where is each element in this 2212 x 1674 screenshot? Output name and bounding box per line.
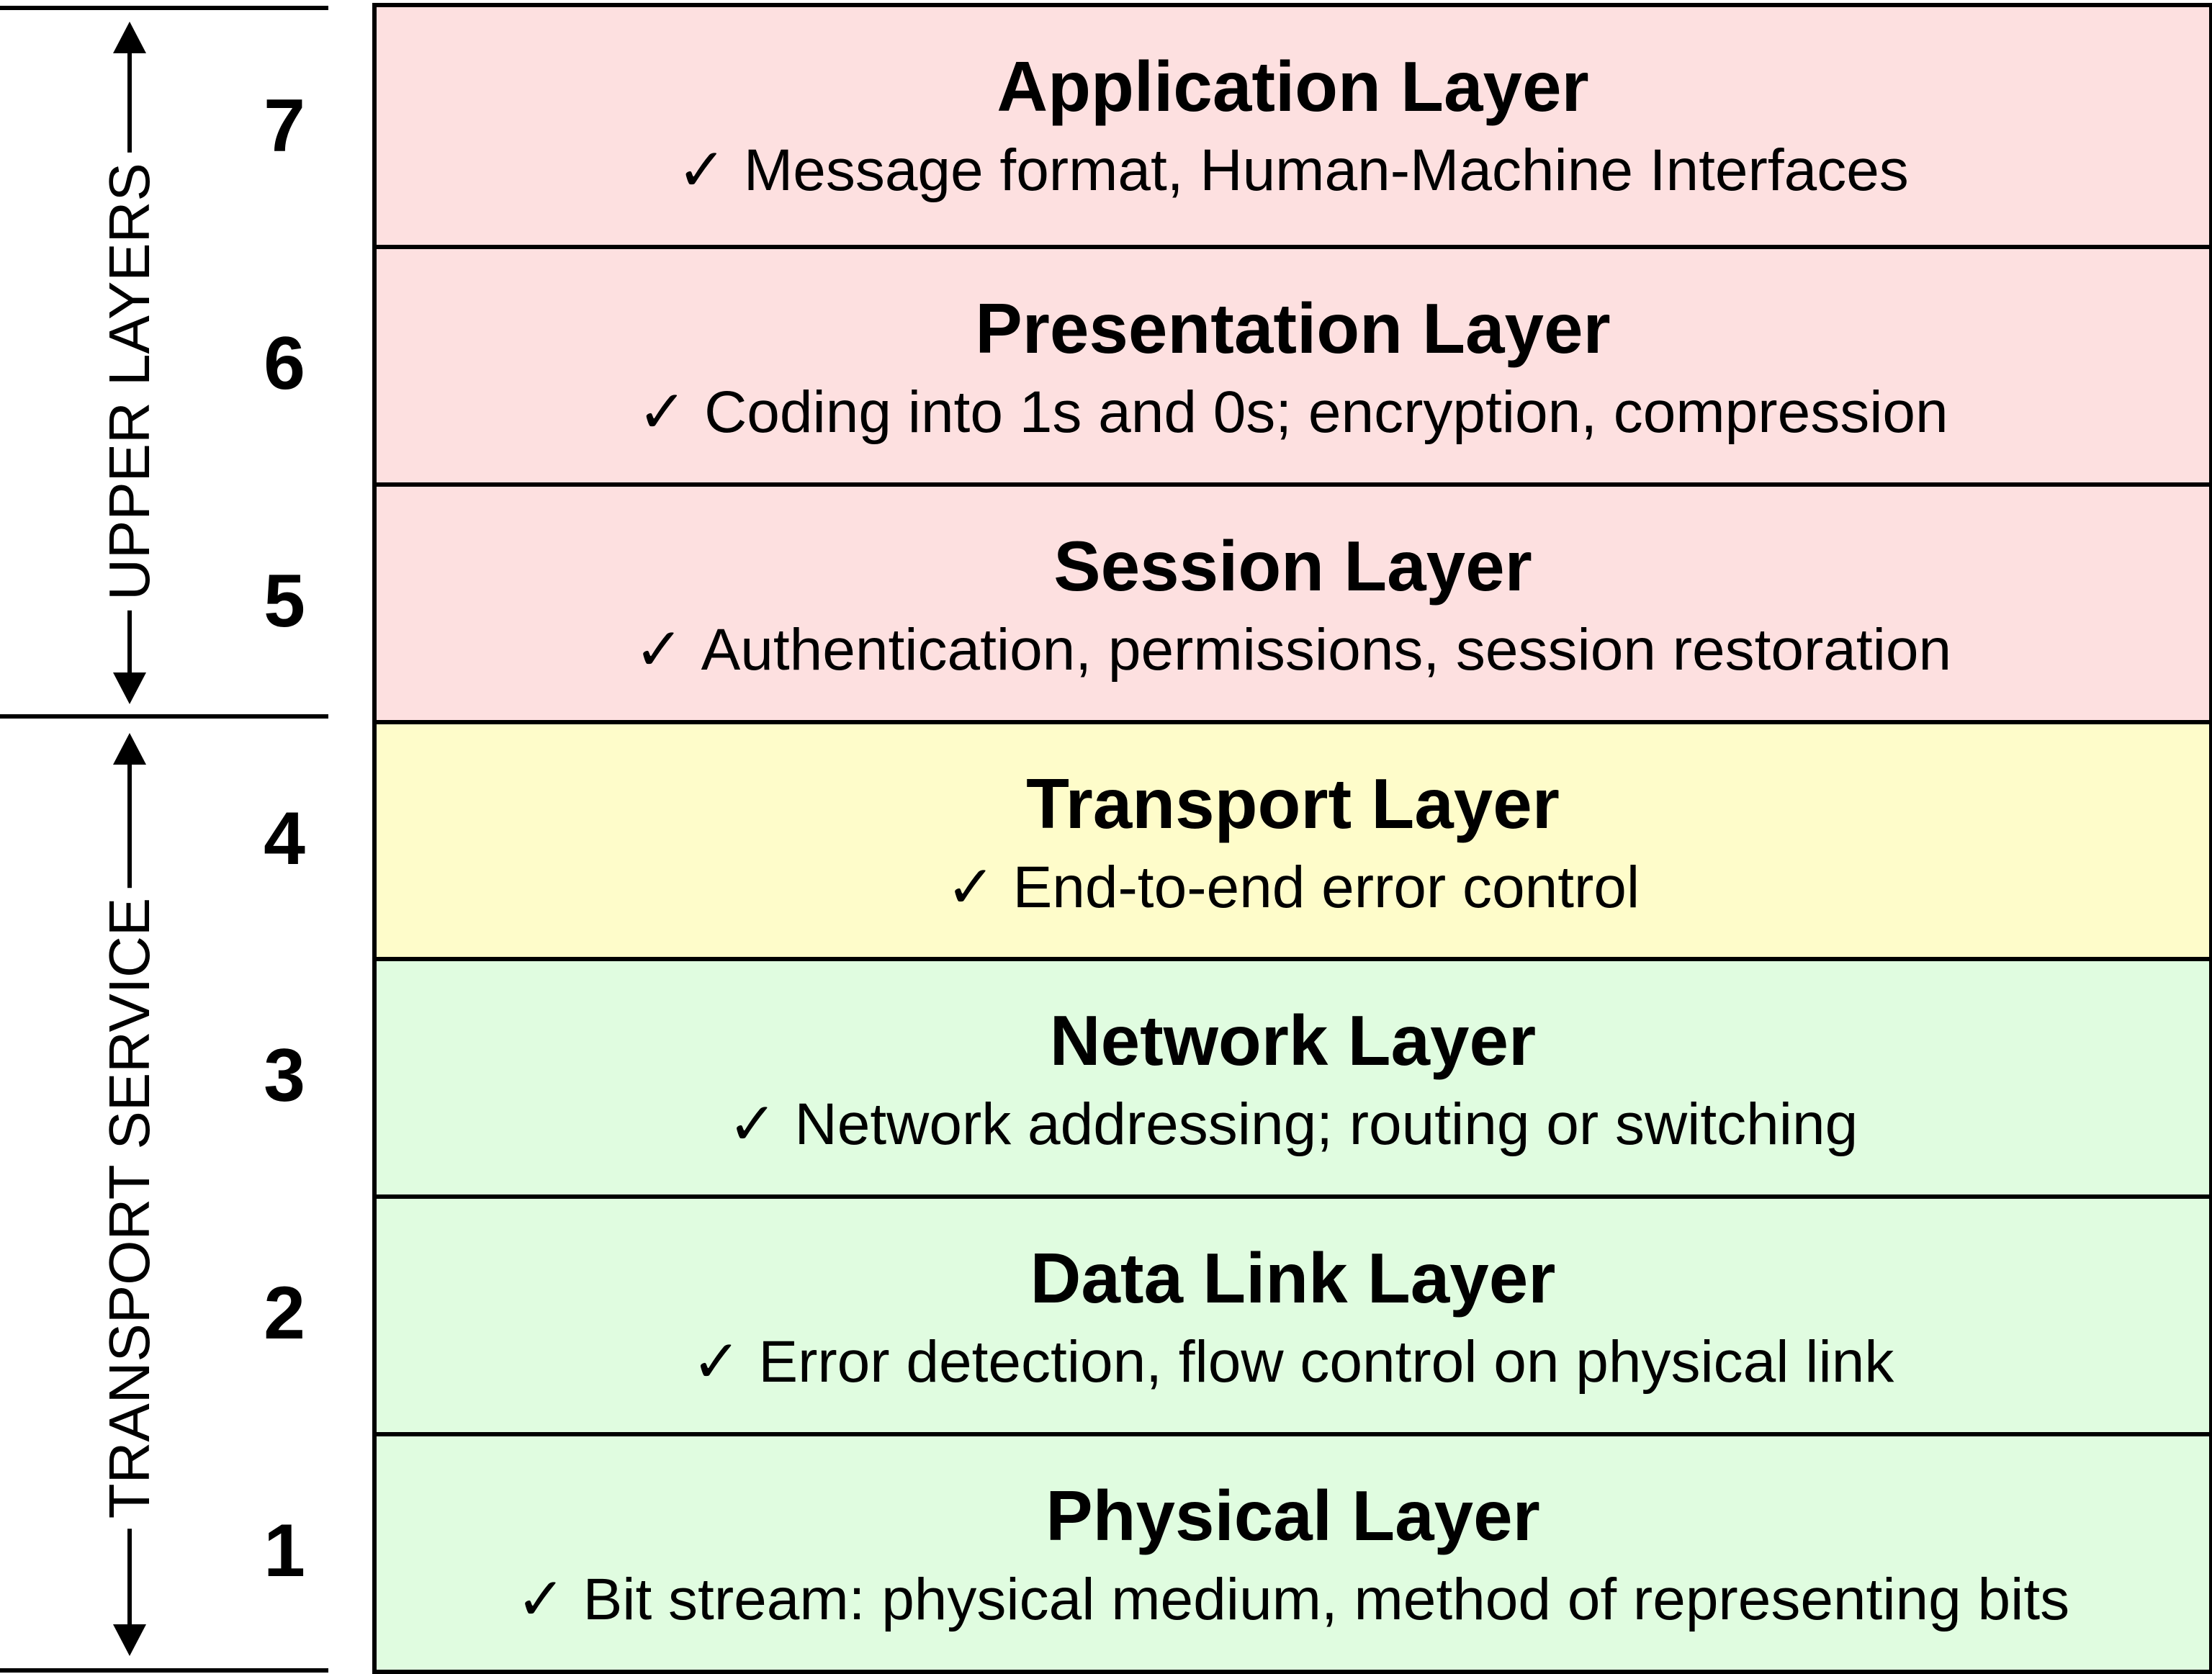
layer-description-text: End-to-end error control: [1012, 854, 1640, 920]
transport-service-label: TRANSPORT SERVICE: [97, 887, 162, 1529]
layer-description: ✓Message format, Human-Machine Interface…: [377, 138, 2209, 203]
checkmark-icon: ✓: [637, 379, 688, 445]
layer-row: Data Link Layer ✓Error detection, flow co…: [377, 1194, 2209, 1433]
layer-name: Network Layer: [1049, 1001, 1537, 1081]
transport-service-group: TRANSPORT SERVICE: [97, 733, 162, 1656]
arrow-down-icon: [113, 1624, 146, 1656]
layer-description-text: Coding into 1s and 0s; encryption, compr…: [704, 379, 1948, 445]
upper-layers-group: UPPER LAYERS: [97, 22, 162, 704]
layer-description: ✓End-to-end error control: [377, 855, 2209, 920]
bottom-rule: [0, 1668, 328, 1673]
layer-number: 5: [264, 559, 305, 643]
top-rule: [0, 6, 328, 10]
arrow-up-icon: [113, 22, 146, 53]
layer-number: 2: [264, 1272, 305, 1356]
layer-description-text: Error detection, flow control on physica…: [758, 1329, 1894, 1395]
layer-name: Presentation Layer: [975, 288, 1611, 368]
layer-row: Physical Layer ✓ Bit stream: physical medi…: [377, 1432, 2209, 1670]
layer-description: ✓Coding into 1s and 0s; encryption, comp…: [377, 379, 2209, 445]
checkmark-icon: ✓: [634, 616, 684, 683]
layer-row: Presentation Layer ✓Coding into 1s and 0s…: [377, 244, 2209, 482]
layer-description-text: Authentication, permissions, session res…: [701, 616, 1952, 683]
layer-row: Network Layer ✓Network addressing; routin…: [377, 957, 2209, 1195]
layer-description-text: Network addressing; routing or switching: [794, 1092, 1858, 1158]
layer-name: Physical Layer: [1046, 1476, 1540, 1556]
layer-name: Transport Layer: [1026, 763, 1560, 843]
layer-number: 3: [264, 1034, 305, 1118]
layer-stack: Application Layer✓Message format, Human-…: [372, 3, 2212, 1674]
arrow-up-icon: [113, 733, 146, 765]
arrow-down-icon: [113, 672, 146, 704]
layer-number: 7: [264, 84, 305, 168]
layer-number: 4: [264, 796, 305, 881]
checkmark-icon: ✓: [677, 138, 727, 203]
layer-description: ✓Network addressing; routing or switchin…: [377, 1092, 2209, 1157]
checkmark-icon: ✓: [727, 1092, 778, 1158]
layer-name: Application Layer: [997, 47, 1589, 126]
checkmark-icon: ✓: [945, 854, 996, 920]
layer-row: Session Layer ✓ Authentication, permission…: [377, 482, 2209, 720]
layer-description: ✓Error detection, flow control on physic…: [377, 1330, 2209, 1395]
layer-number: 6: [264, 321, 305, 405]
group-divider-rule: [0, 714, 328, 719]
layer-description-text: Bit stream: physical medium, method of r…: [583, 1567, 2070, 1633]
layer-description: ✓ Bit stream: physical medium, method of …: [377, 1567, 2209, 1632]
layer-row: Transport Layer ✓End-to-end error control: [377, 719, 2209, 958]
layer-number: 1: [264, 1509, 305, 1593]
layer-name: Session Layer: [1053, 526, 1532, 606]
layer-description-text: Message format, Human-Machine Interfaces: [743, 138, 1909, 203]
upper-layers-label: UPPER LAYERS: [97, 153, 162, 611]
layer-description: ✓ Authentication, permissions, session re…: [377, 616, 2209, 683]
checkmark-icon: ✓: [516, 1567, 566, 1633]
layer-row: Application Layer ✓Message format, Human-…: [377, 7, 2209, 245]
checkmark-icon: ✓: [691, 1329, 742, 1395]
layer-name: Data Link Layer: [1030, 1238, 1556, 1318]
